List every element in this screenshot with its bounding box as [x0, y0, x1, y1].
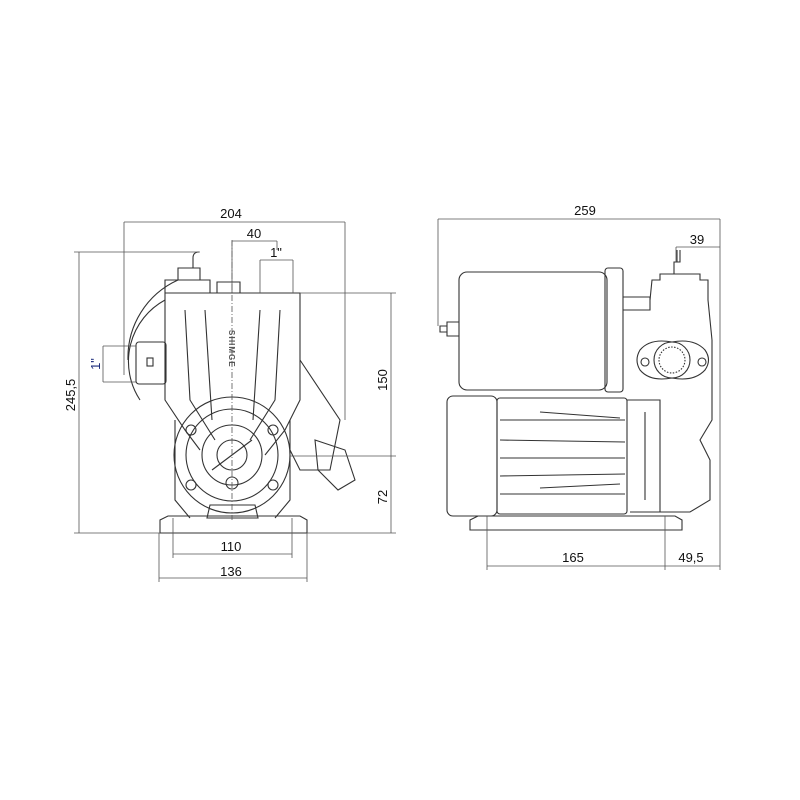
dim-overall-height: 245,5	[63, 379, 78, 412]
side-pump-outline	[439, 250, 713, 531]
dim-base-width: 136	[220, 564, 242, 579]
dim-overall-length: 259	[574, 203, 596, 218]
dim-overall-width: 204	[220, 206, 242, 221]
front-view: SHIMGE 204	[63, 206, 396, 582]
dim-base-hole-spacing: 110	[221, 539, 242, 554]
dim-inlet-size: 1"	[88, 358, 103, 370]
dim-outlet-offset: 40	[247, 226, 261, 241]
dim-side-outlet-offset: 39	[690, 232, 704, 247]
front-dimension-lines	[74, 221, 396, 582]
motor-body	[496, 397, 628, 515]
side-dimension-lines	[437, 218, 721, 570]
dim-axis-height: 72	[375, 490, 390, 504]
dim-side-base-hole-spacing: 165	[562, 550, 584, 565]
side-base	[469, 515, 683, 531]
brand-label: SHIMGE	[227, 330, 236, 368]
motor-end-cap	[446, 395, 498, 517]
dim-base-overhang: 49,5	[678, 550, 703, 565]
pressure-tank	[458, 271, 608, 391]
front-pump-outline: SHIMGE	[127, 251, 356, 534]
dim-outlet-size: 1"	[270, 245, 282, 260]
dim-outlet-to-axis-height: 150	[375, 369, 390, 391]
side-view: 259 39 165 49,5	[437, 203, 721, 570]
